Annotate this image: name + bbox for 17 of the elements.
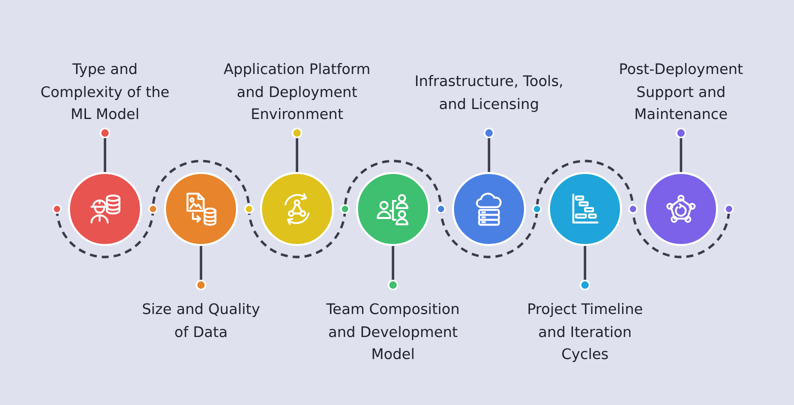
icon-circle [548, 172, 622, 246]
icon-circle [452, 172, 526, 246]
factor-label: Team Composition and Development Model [325, 299, 461, 366]
icon-circle [68, 172, 142, 246]
icon-circle [164, 172, 238, 246]
leader-line [100, 126, 110, 172]
factor-label: Project Timeline and Iteration Cycles [526, 299, 644, 366]
factor-label: Type and Complexity of the ML Model [40, 59, 170, 126]
leader-line [292, 126, 302, 172]
leader-line [676, 126, 686, 172]
factor-label: Post-Deployment Support and Maintenance [618, 59, 744, 126]
icon-circle [644, 172, 718, 246]
factor-label: Size and Quality of Data [140, 299, 262, 344]
factor-label: Application Platform and Deployment Environment [222, 59, 372, 126]
icon-circle [260, 172, 334, 246]
factor-label: Infrastructure, Tools, and Licensing [414, 71, 564, 116]
icon-circle [356, 172, 430, 246]
